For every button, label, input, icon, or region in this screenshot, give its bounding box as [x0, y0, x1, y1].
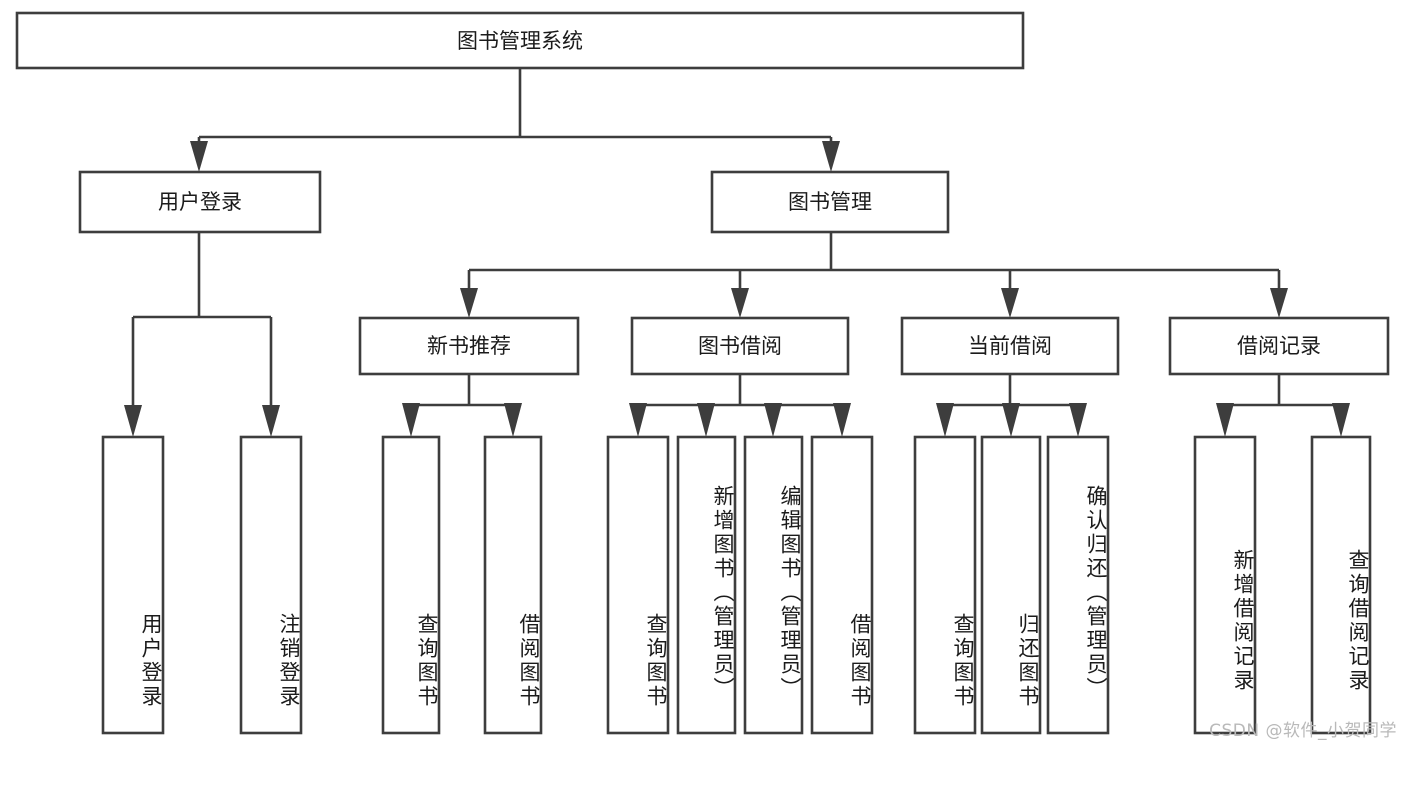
level2-label-2: 图书管理: [788, 190, 872, 214]
level2-box-1[interactable]: [78, 170, 322, 234]
leaf-box-2[interactable]: [239, 435, 303, 735]
arrow-head-to-current-borrow: [1001, 288, 1019, 318]
arrow-head-leaf-8: [833, 403, 851, 437]
level3-label-1: 新书推荐: [427, 334, 511, 358]
leaf-box-7[interactable]: [743, 435, 804, 735]
arrow-head-leaf-3: [402, 403, 420, 437]
arrow-head-leaf-4: [504, 403, 522, 437]
leaf-box-12[interactable]: [1193, 435, 1257, 735]
arrow-head-leaf-13: [1332, 403, 1350, 437]
leaf-box-13[interactable]: [1310, 435, 1372, 735]
arrow-head-leaf-1: [124, 405, 142, 437]
connectors-current-borrow-to-leaves: [936, 374, 1087, 437]
leaf-box-4[interactable]: [483, 435, 543, 735]
node-level3-new-book-recommend[interactable]: 新书推荐: [358, 316, 580, 376]
node-level3-borrow-record[interactable]: 借阅记录: [1168, 316, 1390, 376]
level3-box-3[interactable]: [900, 316, 1120, 376]
node-level2-user-login[interactable]: 用户登录: [78, 170, 322, 234]
book-management-system-diagram: 图书管理系统 用户登录 图书管理 新书推荐 图书借阅 当前借阅 借阅记录: [15, 11, 1397, 741]
level3-box-4[interactable]: [1168, 316, 1390, 376]
csdn-watermark: CSDN @软件_小贺同学: [1209, 721, 1397, 741]
arrow-head-leaf-10: [1002, 403, 1020, 437]
node-level2-book-management[interactable]: 图书管理: [710, 170, 950, 234]
arrow-head-leaf-6: [697, 403, 715, 437]
arrow-head-to-new-book-rec: [460, 288, 478, 318]
leaf-box-5[interactable]: [606, 435, 670, 735]
arrow-head-leaf-9: [936, 403, 954, 437]
leaf-box-6[interactable]: [676, 435, 737, 735]
arrow-head-to-user-login: [190, 141, 208, 172]
node-level3-current-borrow[interactable]: 当前借阅: [900, 316, 1120, 376]
level3-box-2[interactable]: [630, 316, 850, 376]
leaf-boxes: [101, 435, 1372, 735]
level3-label-4: 借阅记录: [1237, 334, 1321, 358]
level3-box-1[interactable]: [358, 316, 580, 376]
root-box[interactable]: [15, 11, 1025, 70]
arrow-head-leaf-2: [262, 405, 280, 437]
root-label: 图书管理系统: [457, 29, 583, 53]
connectors-book-borrow-to-leaves: [629, 374, 851, 437]
arrow-head-leaf-7: [764, 403, 782, 437]
arrow-head-leaf-12: [1216, 403, 1234, 437]
tree-diagram-svg: 图书管理系统 用户登录 图书管理 新书推荐 图书借阅 当前借阅 借阅记录: [15, 11, 1390, 735]
level2-box-2[interactable]: [710, 170, 950, 234]
leaf-box-10[interactable]: [980, 435, 1042, 735]
level2-label-1: 用户登录: [158, 190, 242, 214]
connectors-user-login-to-leaves: [124, 232, 280, 437]
leaf-box-1[interactable]: [101, 435, 165, 735]
arrow-head-leaf-5: [629, 403, 647, 437]
arrow-head-to-book-borrow: [731, 288, 749, 318]
leaf-box-9[interactable]: [913, 435, 977, 735]
arrow-head-leaf-11: [1069, 403, 1087, 437]
level3-label-3: 当前借阅: [968, 334, 1052, 358]
node-level3-book-borrow[interactable]: 图书借阅: [630, 316, 850, 376]
arrow-head-to-borrow-record: [1270, 288, 1288, 318]
level3-label-2: 图书借阅: [698, 334, 782, 358]
connectors-root-to-level2: [190, 68, 840, 172]
leaf-box-11[interactable]: [1046, 435, 1110, 735]
arrow-head-to-book-manage: [822, 141, 840, 172]
leaf-box-3[interactable]: [381, 435, 441, 735]
connectors-book-manage-to-level3: [460, 232, 1288, 318]
connectors-borrow-record-to-leaves: [1216, 374, 1350, 437]
node-root-book-management-system[interactable]: 图书管理系统: [15, 11, 1025, 70]
connectors-new-book-rec-to-leaves: [402, 374, 522, 437]
leaf-box-8[interactable]: [810, 435, 874, 735]
